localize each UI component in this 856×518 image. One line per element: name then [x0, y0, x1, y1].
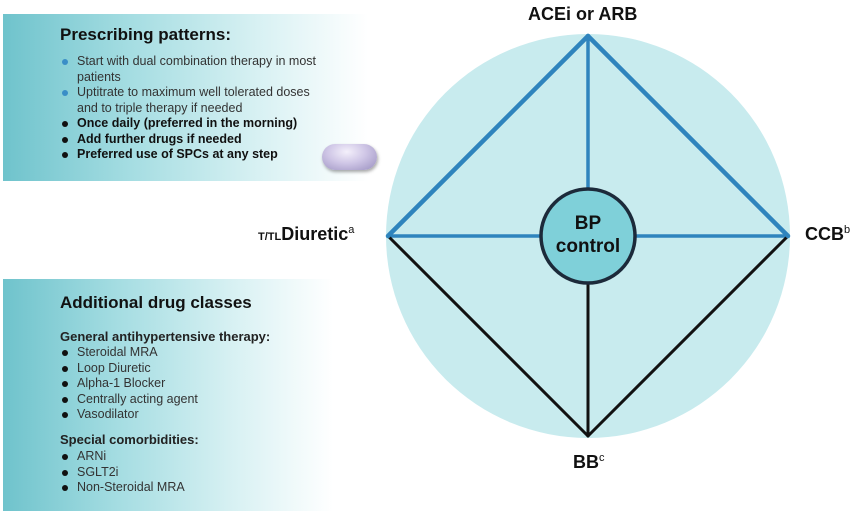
node-label-right-sup: b — [844, 224, 851, 236]
edge-left-top — [385, 33, 591, 239]
prescribing-patterns-title: Prescribing patterns: — [60, 25, 231, 44]
list-item: ARNi — [60, 449, 300, 465]
bp-control-circle — [539, 187, 637, 285]
node-label-right-text: CCB — [805, 224, 844, 244]
list-item: Loop Diuretic — [60, 361, 300, 377]
list-item: Once daily (preferred in the morning) — [60, 116, 330, 132]
node-label-top: ACEi or ARB — [528, 4, 638, 24]
list-item: Start with dual combination therapy in m… — [60, 54, 330, 85]
list-item: Centrally acting agent — [60, 392, 300, 408]
prescribing-patterns-list: Start with dual combination therapy in m… — [60, 54, 330, 163]
list-item: Vasodilator — [60, 407, 300, 423]
node-label-bottom-sup: c — [599, 452, 605, 464]
node-label-left-sup: a — [348, 224, 355, 236]
list-item: Add further drugs if needed — [60, 132, 330, 148]
special-comorbidities-heading: Special comorbidities: — [60, 432, 199, 447]
list-item: SGLT2i — [60, 465, 300, 481]
general-therapy-heading: General antihypertensive therapy: — [60, 329, 271, 344]
node-label-bottom: BBc — [573, 452, 605, 473]
node-label-left-prefix: T/TL — [258, 231, 282, 243]
list-item: Alpha-1 Blocker — [60, 376, 300, 392]
node-label-left-text: Diuretic — [281, 224, 349, 244]
additional-drug-classes-title: Additional drug classes — [60, 293, 252, 312]
list-item: Preferred use of SPCs at any step — [60, 147, 330, 163]
center-label-line1: BP — [575, 213, 602, 234]
prescribing-patterns-panel: Prescribing patterns: Start with dual co… — [3, 14, 368, 181]
node-label-bottom-text: BB — [573, 452, 599, 472]
pill-capsule-icon — [322, 144, 377, 170]
list-item: Steroidal MRA — [60, 345, 300, 361]
node-label-right: CCBb — [805, 224, 850, 245]
edge-left-bottom — [386, 234, 590, 438]
edge-top-right — [585, 33, 791, 239]
list-item: Uptitrate to maximum well tolerated dose… — [60, 85, 330, 116]
edge-right-bottom — [586, 234, 790, 438]
list-item: Non-Steroidal MRA — [60, 480, 300, 496]
additional-drug-classes-panel: Additional drug classes General antihype… — [3, 279, 333, 511]
node-label-left: T/TLDiuretica — [258, 224, 354, 245]
center-label-line2: control — [556, 236, 620, 257]
